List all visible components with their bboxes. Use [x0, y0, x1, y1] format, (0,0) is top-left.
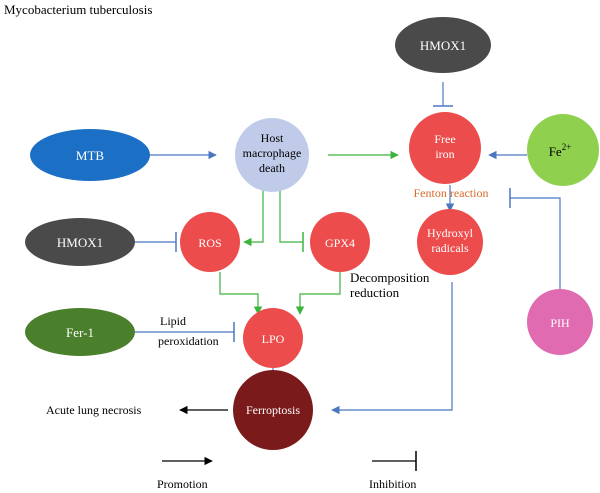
node-hydroxyl-radicals	[417, 209, 483, 275]
node-fer1	[25, 308, 135, 356]
node-gpx4	[310, 212, 370, 272]
lipid-label-line2: peroxidation	[158, 334, 219, 348]
node-host-label-line3: death	[259, 161, 285, 175]
legend-inhibition-label: Inhibition	[369, 477, 416, 491]
diagram-title: Mycobacterium tuberculosis	[4, 2, 152, 17]
node-pih	[527, 289, 593, 355]
node-hmox1-left	[25, 218, 135, 266]
edge-hydroxyl-to-ferroptosis	[331, 282, 453, 415]
node-ros-label: ROS	[198, 236, 221, 250]
decomposition-label-line1: Decomposition	[350, 270, 430, 285]
node-gpx4-label: GPX4	[325, 236, 355, 250]
node-host-label-line2: macrophage	[243, 146, 302, 160]
node-free-iron	[409, 112, 481, 184]
node-free-iron-line2: iron	[435, 147, 454, 161]
edge-ros-to-lpo	[219, 272, 263, 315]
edge-host-to-ros	[243, 188, 264, 247]
node-lpo	[243, 308, 303, 368]
node-hydroxyl-line1: Hydroxyl	[427, 226, 474, 240]
node-fe2plus	[527, 114, 599, 186]
node-fer1-label: Fer-1	[66, 325, 94, 340]
node-free-iron-line1: Free	[434, 132, 455, 146]
acute-lung-necrosis-label: Acute lung necrosis	[46, 403, 142, 417]
node-pih-label: PIH	[550, 316, 570, 330]
decomposition-label-line2: reduction	[350, 285, 400, 300]
node-host-macrophage-death	[235, 118, 309, 192]
edge-host-inhibit-gpx4	[279, 188, 303, 243]
node-ferroptosis	[233, 370, 313, 450]
node-hydroxyl-line2: radicals	[431, 241, 469, 255]
node-lpo-label: LPO	[262, 332, 285, 346]
node-hmox1-top	[395, 17, 491, 73]
legend-promotion-label: Promotion	[157, 477, 208, 491]
lipid-label-line1: Lipid	[160, 314, 186, 328]
node-fe2plus-label: Fe2+	[549, 142, 572, 159]
node-hmox1-left-label: HMOX1	[57, 235, 103, 250]
node-mtb-label: MTB	[76, 148, 105, 163]
edge-pih-inhibit	[510, 197, 561, 295]
node-ferroptosis-label: Ferroptosis	[246, 403, 300, 417]
node-hmox1-top-label: HMOX1	[420, 38, 466, 53]
node-ros	[180, 212, 240, 272]
node-mtb	[30, 129, 150, 181]
node-host-label-line1: Host	[261, 131, 284, 145]
fenton-reaction-label: Fenton reaction	[414, 186, 489, 200]
edge-gpx4-to-lpo	[295, 272, 341, 315]
